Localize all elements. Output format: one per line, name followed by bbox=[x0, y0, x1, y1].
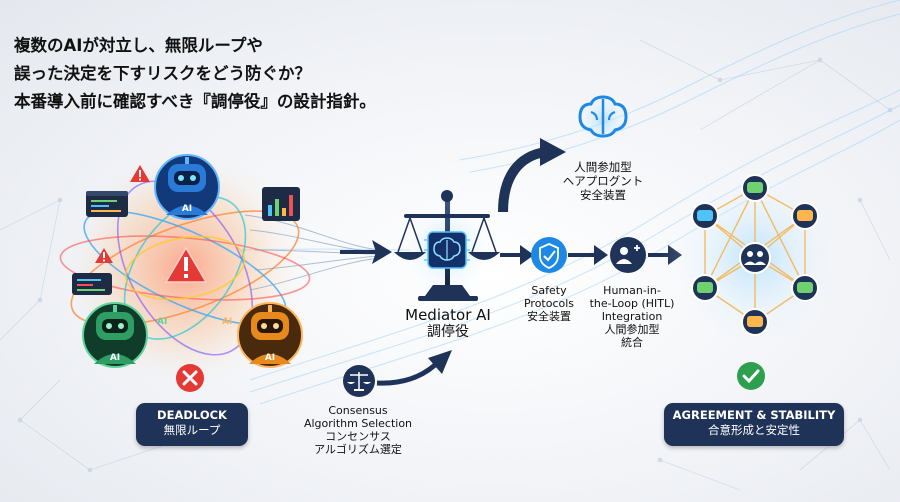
agreement-subtitle: 合意形成と安定性 bbox=[708, 423, 800, 437]
consensus-line-1: Consensus bbox=[328, 404, 388, 417]
code-window-bottom bbox=[72, 273, 112, 295]
hitl-label: Human-in- the-Loop (HITL) Integration 人間… bbox=[588, 284, 676, 349]
headline-line-2: 誤った決定を下すリスクをどう防ぐか？ bbox=[14, 64, 311, 83]
human-line-1: 人間参加型 bbox=[574, 160, 632, 174]
safety-line-2: Protocols bbox=[523, 297, 575, 310]
deadlock-pill: DEADLOCK 無限ループ bbox=[136, 403, 248, 446]
mediator-label: Mediator AI 調停役 bbox=[392, 306, 504, 341]
person-add-icon bbox=[610, 237, 646, 273]
brain-icon bbox=[573, 90, 633, 150]
agent-label: AI bbox=[265, 353, 275, 363]
code-window-left bbox=[86, 191, 128, 217]
agent-robot-orange: AI bbox=[237, 302, 303, 368]
hitl-line-5: 統合 bbox=[621, 336, 643, 349]
agent-label: AI bbox=[157, 317, 167, 327]
deadlock-title: DEADLOCK bbox=[157, 408, 227, 422]
agent-label: AI bbox=[182, 204, 192, 214]
agent-label: AI bbox=[222, 317, 232, 327]
human-line-3: 安全装置 bbox=[580, 188, 626, 202]
warning-icon-center bbox=[164, 246, 208, 283]
safety-protocols-label: Safety Protocols 安全装置 bbox=[514, 284, 584, 323]
arrow-mediator-to-safety bbox=[500, 245, 534, 265]
consensus-line-4: アルゴリズム選定 bbox=[314, 443, 402, 456]
safety-line-1: Safety bbox=[531, 284, 567, 297]
agreement-network bbox=[660, 163, 850, 353]
check-icon bbox=[737, 362, 765, 390]
headline-line-3: 本番導入前に確認すべき『調停役』の設計指針。 bbox=[14, 92, 376, 111]
mediator-subtitle: 調停役 bbox=[427, 324, 469, 340]
hitl-line-2: the-Loop (HITL) bbox=[589, 297, 675, 310]
agent-robot-blue: AI bbox=[154, 154, 220, 220]
consensus-line-2: Algorithm Selection bbox=[303, 417, 413, 430]
consensus-scale-icon bbox=[343, 365, 375, 397]
hitl-line-3: Integration bbox=[601, 310, 663, 323]
safety-line-3: 安全装置 bbox=[527, 310, 571, 323]
warning-icon-top bbox=[130, 165, 150, 182]
deadlock-subtitle: 無限ループ bbox=[163, 423, 221, 437]
consensus-line-3: コンセンサス bbox=[325, 430, 391, 443]
arrow-mediator-to-human bbox=[498, 138, 566, 213]
shield-icon bbox=[531, 237, 567, 273]
brain-chip-icon bbox=[424, 231, 470, 269]
arrow-safety-to-hitl bbox=[568, 245, 608, 265]
consensus-label: Consensus Algorithm Selection コンセンサス アルゴ… bbox=[292, 404, 424, 456]
x-icon bbox=[176, 364, 204, 392]
hitl-line-4: 人間参加型 bbox=[604, 323, 660, 336]
agent-robot-green: AI bbox=[82, 302, 148, 368]
hitl-line-1: Human-in- bbox=[603, 284, 661, 297]
agreement-pill: AGREEMENT & STABILITY 合意形成と安定性 bbox=[664, 403, 844, 446]
mediator-title: Mediator AI bbox=[405, 306, 491, 324]
human-line-2: ヘアプログント bbox=[562, 174, 644, 188]
headline: 複数のAIが対立し、無限ループや 誤った決定を下すリスクをどう防ぐか？ 本番導入… bbox=[14, 32, 474, 116]
arrow-consensus-to-mediator bbox=[376, 350, 452, 386]
arrow-to-mediator bbox=[340, 240, 392, 264]
headline-line-1: 複数のAIが対立し、無限ループや bbox=[14, 36, 263, 55]
human-in-loop-label: 人間参加型 ヘアプログント 安全装置 bbox=[552, 160, 654, 202]
chart-window bbox=[262, 187, 300, 221]
agreement-title: AGREEMENT & STABILITY bbox=[672, 408, 836, 422]
warning-icon-left bbox=[95, 248, 113, 263]
agent-label: AI bbox=[110, 353, 120, 363]
